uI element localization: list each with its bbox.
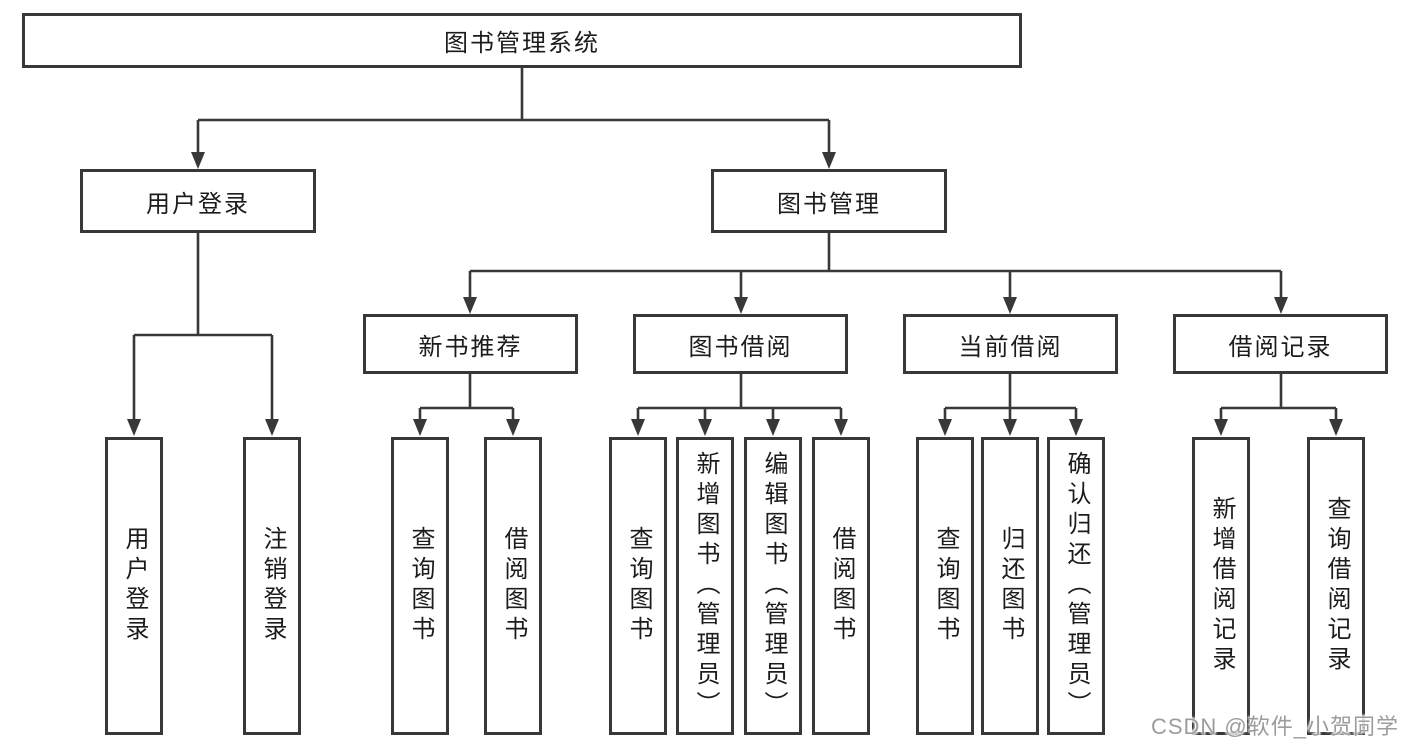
node-user-login: 用户登录 xyxy=(80,169,316,233)
arrow-down-icon xyxy=(631,419,645,436)
arrow-down-icon xyxy=(265,419,279,436)
arrow-down-icon xyxy=(506,419,520,436)
connector-book-borrow xyxy=(636,374,843,426)
arrow-down-icon xyxy=(1214,419,1228,436)
leaf-user-login: 用户登录 xyxy=(105,437,163,735)
arrow-down-icon xyxy=(1329,419,1343,436)
arrow-down-icon xyxy=(766,419,780,436)
node-book-borrow: 图书借阅 xyxy=(633,314,848,374)
arrow-down-icon xyxy=(822,152,836,169)
arrow-down-icon xyxy=(938,419,952,436)
node-new-book-recommend: 新书推荐 xyxy=(363,314,578,374)
arrow-down-icon xyxy=(698,419,712,436)
node-library-system: 图书管理系统 xyxy=(22,13,1022,68)
connector-book-management xyxy=(468,233,1283,304)
arrow-down-icon xyxy=(834,419,848,436)
connector-current-borrow xyxy=(943,374,1078,426)
leaf-borrow-books-recommend: 借阅图书 xyxy=(484,437,542,735)
csdn-watermark: CSDN @软件_小贺同学 xyxy=(1150,714,1399,739)
arrow-down-icon xyxy=(1274,297,1288,314)
leaf-return-books: 归还图书 xyxy=(981,437,1039,735)
leaf-add-borrow-record: 新增借阅记录 xyxy=(1192,437,1250,735)
node-book-management: 图书管理 xyxy=(711,169,947,233)
arrow-down-icon xyxy=(1003,419,1017,436)
leaf-query-books-borrow: 查询图书 xyxy=(609,437,667,735)
connector-borrow-records xyxy=(1219,374,1338,426)
arrow-down-icon xyxy=(734,297,748,314)
leaf-query-borrow-record: 查询借阅记录 xyxy=(1307,437,1365,735)
leaf-add-books-admin: 新增图书（管理员） xyxy=(676,437,734,735)
arrow-down-icon xyxy=(1003,297,1017,314)
arrow-down-icon xyxy=(127,419,141,436)
node-current-borrow: 当前借阅 xyxy=(903,314,1118,374)
node-borrow-records: 借阅记录 xyxy=(1173,314,1388,374)
connector-user-login xyxy=(132,233,274,426)
leaf-query-books-recommend: 查询图书 xyxy=(391,437,449,735)
leaf-query-books-current: 查询图书 xyxy=(916,437,974,735)
leaf-logout: 注销登录 xyxy=(243,437,301,735)
arrow-down-icon xyxy=(1069,419,1083,436)
leaf-edit-books-admin: 编辑图书（管理员） xyxy=(744,437,802,735)
leaf-borrow-books: 借阅图书 xyxy=(812,437,870,735)
connector-new-book-recommend xyxy=(418,374,515,426)
leaf-confirm-return-admin: 确认归还（管理员） xyxy=(1047,437,1105,735)
arrow-down-icon xyxy=(191,152,205,169)
arrow-down-icon xyxy=(413,419,427,436)
arrow-down-icon xyxy=(463,297,477,314)
connector-root xyxy=(196,68,831,159)
